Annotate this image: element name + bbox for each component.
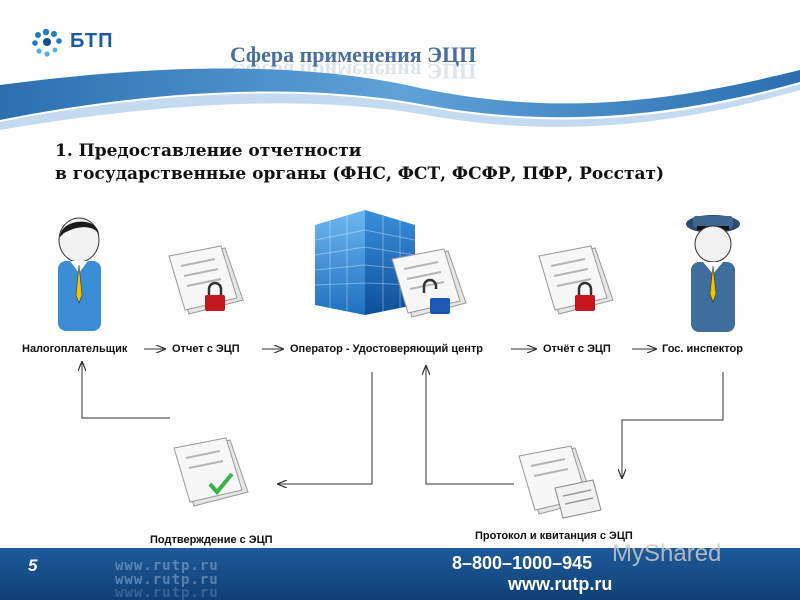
page-number: 5 (28, 556, 38, 575)
btp-logo (32, 28, 62, 57)
phone-number: 8–800–1000–945 (452, 553, 593, 573)
logo-text: БТП (70, 30, 114, 52)
inspector-person-icon (686, 215, 740, 332)
green-check-icon (208, 472, 234, 496)
arrow-confirmation-to-taxpayer (82, 362, 170, 419)
arrow-inspector-to-protocol (622, 372, 724, 478)
protocol-label: Протокол и квитанция с ЭЦП (475, 530, 633, 542)
blue-open-lock-icon (422, 278, 450, 314)
header-wave (0, 68, 800, 130)
faint-url-2: www.rutp.ru (115, 572, 219, 588)
arrow-protocol-to-operator (426, 366, 514, 485)
faint-url-1: www.rutp.ru (115, 558, 219, 574)
confirmation-label: Подтверждение с ЭЦП (150, 534, 273, 546)
arrow-operator-to-confirmation (278, 372, 373, 484)
taxpayer-person-icon (58, 217, 101, 331)
receipt-icon (554, 479, 602, 519)
confirmation-document-icon (173, 437, 249, 507)
heading-line-1: 1. Предоставление отчетности (55, 141, 362, 161)
taxpayer-label: Налогоплательщик (22, 343, 128, 355)
logo-dots-icon (32, 28, 62, 57)
locked-document-icon (168, 245, 244, 315)
red-lock-icon-2 (575, 281, 595, 311)
footer-bar (0, 548, 800, 600)
faint-url-3: www.rutp.ru (115, 585, 219, 600)
locked-document-icon-2 (538, 245, 614, 315)
protocol-document-icon (518, 445, 602, 519)
website-url: www.rutp.ru (508, 574, 613, 594)
red-lock-icon (205, 281, 225, 311)
unlocked-document-icon (391, 248, 467, 318)
operator-label: Оператор - Удостоверяющий центр (290, 343, 484, 355)
inspector-label: Гос. инспектор (662, 343, 743, 355)
slide-title: Сфера применения ЭЦП (230, 42, 477, 67)
watermark-text: MyShared (612, 540, 722, 567)
report-label-2: Отчёт с ЭЦП (543, 343, 611, 355)
heading-line-2: в государственные органы (ФНС, ФСТ, ФСФР… (55, 164, 665, 184)
section-heading: 1. Предоставление отчетности в государст… (55, 140, 664, 186)
report-label-1: Отчет с ЭЦП (172, 343, 240, 355)
